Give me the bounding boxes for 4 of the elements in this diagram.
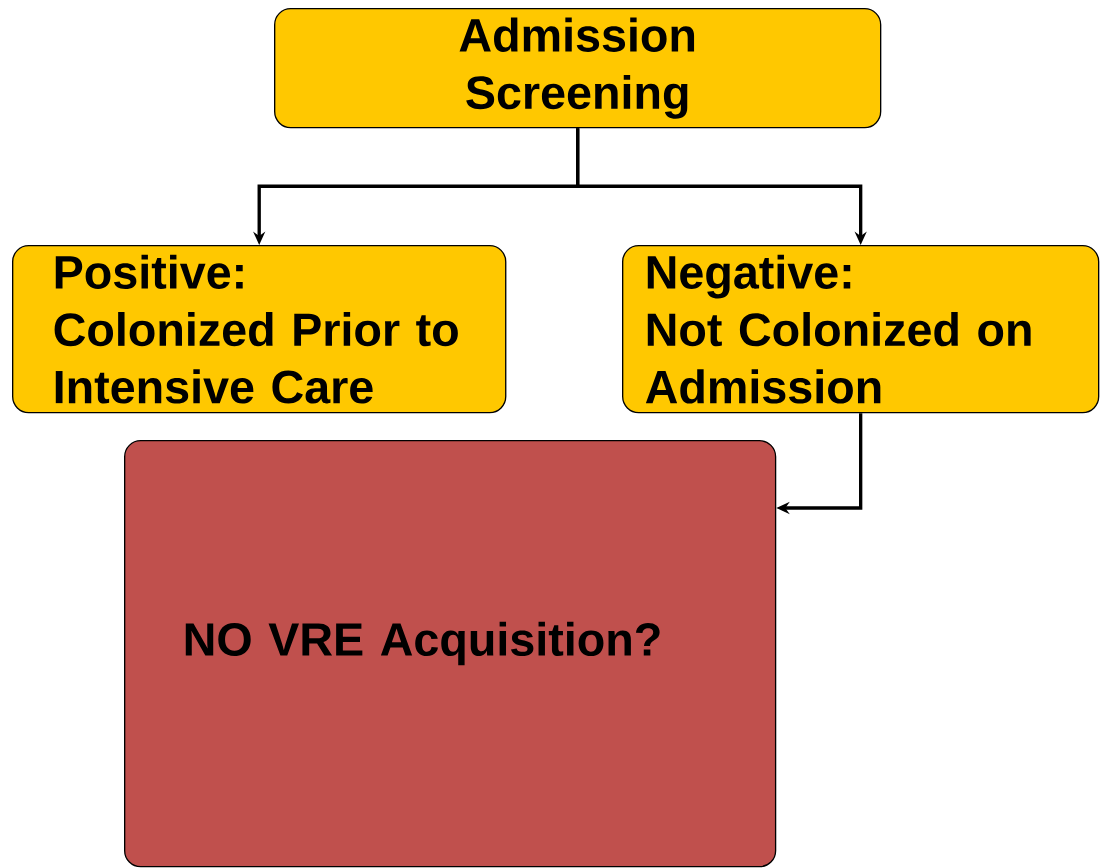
outcome-box: Negative: Not Colonized on Admission [622,245,1100,414]
result-box: NO VRE Acquisition? [124,440,777,868]
title-box: Admission Screening [274,8,882,129]
outcome-box: Positive: Colonized Prior to Intensive Care [12,245,507,414]
